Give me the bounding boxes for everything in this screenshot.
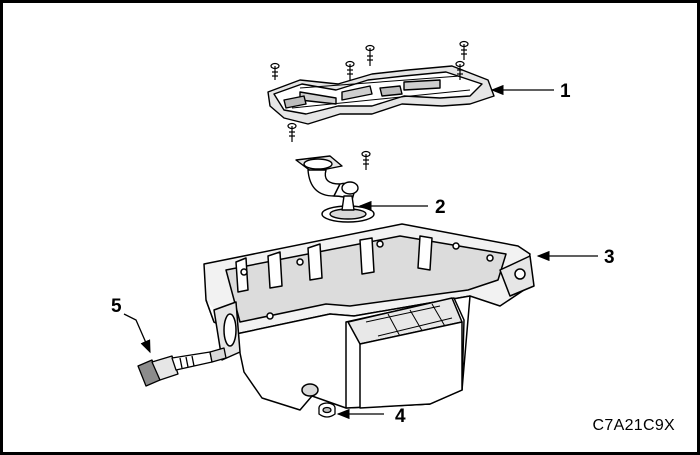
exploded-view-illustration: [123, 40, 598, 420]
leader-lines: [123, 84, 598, 420]
drain-plug: [318, 402, 336, 418]
oil-pickup-tube: [295, 155, 375, 223]
callout-1: 1: [560, 81, 571, 102]
callout-2: 2: [435, 197, 446, 218]
bolt-5: [455, 60, 465, 80]
oil-pan: [203, 223, 535, 411]
bolt-3: [365, 44, 375, 66]
windage-tray: [267, 65, 495, 125]
figure-code: C7A21C9X: [592, 417, 675, 434]
tray-bolts: [270, 40, 469, 170]
bolt-2: [345, 60, 355, 80]
bolt-1: [270, 62, 280, 80]
bolt-6: [287, 122, 297, 142]
callout-5: 5: [111, 296, 122, 317]
bolt-7: [361, 150, 371, 170]
callout-4: 4: [395, 406, 406, 427]
bolt-4: [459, 40, 469, 60]
callout-3: 3: [604, 247, 615, 268]
leader-5: [123, 313, 151, 354]
oil-level-sensor: [137, 347, 227, 387]
